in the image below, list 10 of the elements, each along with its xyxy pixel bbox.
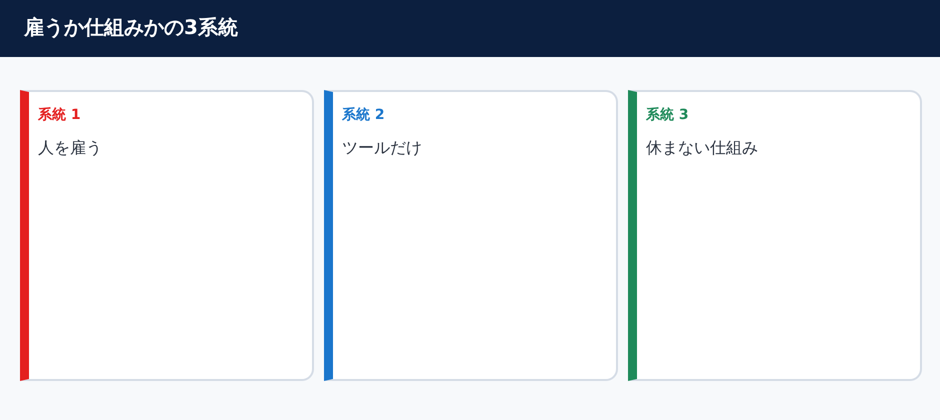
series-label: 系統 1 xyxy=(38,106,81,125)
card xyxy=(324,90,618,381)
card xyxy=(628,90,922,381)
series-label: 系統 2 xyxy=(342,106,385,125)
card-text: 休まない仕組み xyxy=(646,137,758,159)
series-label: 系統 3 xyxy=(646,106,689,125)
card-text: 人を雇う xyxy=(38,137,102,159)
title-text: 雇うか仕組みかの3系統 xyxy=(24,14,238,41)
card-text: ツールだけ xyxy=(342,137,422,159)
card xyxy=(20,90,314,381)
